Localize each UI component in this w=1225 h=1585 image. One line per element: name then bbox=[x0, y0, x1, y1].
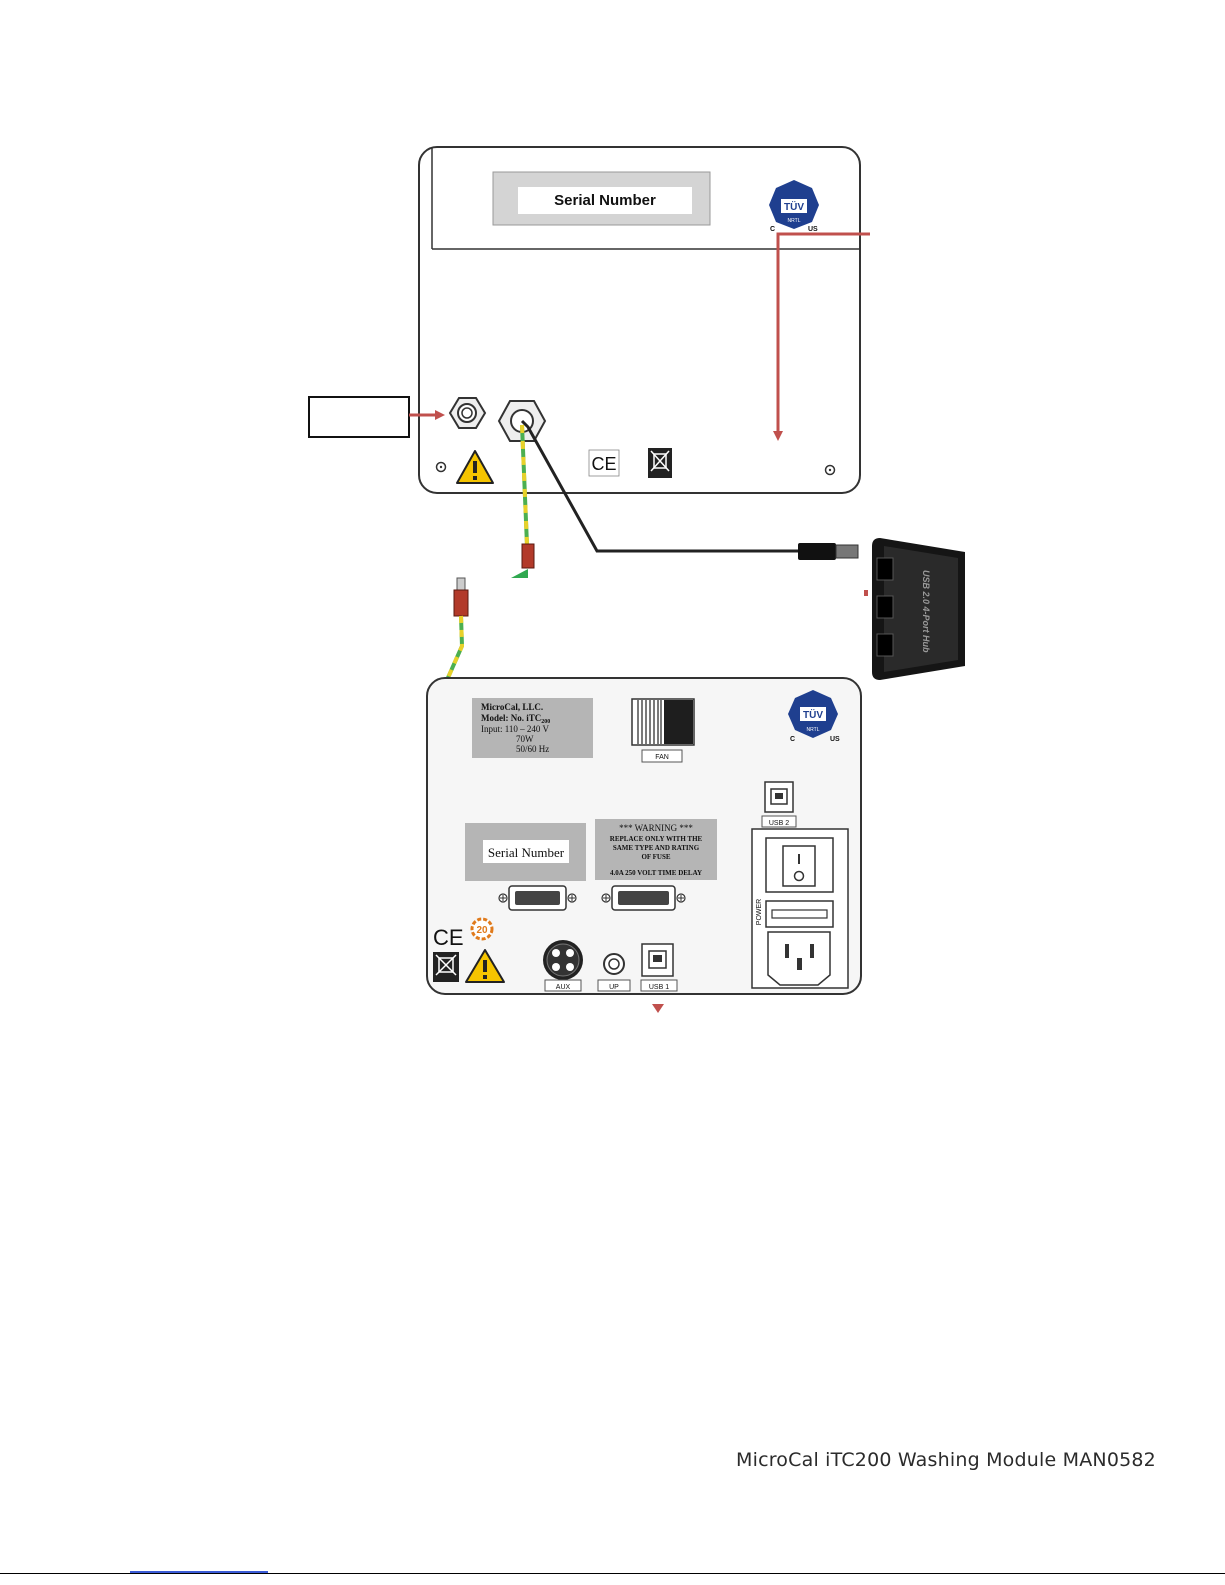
warning-line-5: 4.0A 250 VOLT TIME DELAY bbox=[610, 869, 702, 877]
tuv-nrtl: NRTL bbox=[807, 727, 820, 733]
tuv-us: US bbox=[808, 226, 818, 233]
aux-port-icon: AUX bbox=[543, 940, 583, 992]
power-label: POWER bbox=[756, 899, 763, 925]
serial-number-plate: Serial Number bbox=[465, 823, 586, 881]
tuv-certification-icon: TÜV NRTL C US bbox=[788, 690, 840, 743]
weee-bin-icon bbox=[648, 448, 672, 478]
usb-port-icon bbox=[876, 557, 894, 581]
watt-text: 70W bbox=[516, 734, 534, 744]
tuv-c: C bbox=[790, 736, 795, 743]
serial-number-label: Serial Number bbox=[488, 845, 565, 860]
model-text: Model: No. iTC bbox=[481, 713, 541, 723]
screw-icon bbox=[435, 461, 447, 473]
usb1-label: USB 1 bbox=[649, 984, 669, 991]
up-port-icon: UP bbox=[597, 953, 631, 992]
tuv-text: TÜV bbox=[784, 200, 804, 213]
input-text: Input: 110 – 240 V bbox=[481, 724, 550, 734]
warning-line-2: REPLACE ONLY WITH THE bbox=[610, 835, 703, 843]
screw-icon bbox=[824, 464, 836, 476]
warning-line-4: OF FUSE bbox=[641, 853, 670, 861]
model-sub: 200 bbox=[541, 719, 550, 725]
usb-port-icon bbox=[876, 633, 894, 657]
serial-connector-icon bbox=[498, 885, 577, 911]
svg-text:Model: No. iTC200: Model: No. iTC200 bbox=[481, 713, 550, 725]
hz-text: 50/60 Hz bbox=[516, 744, 549, 754]
tuv-us: US bbox=[830, 736, 840, 743]
itc200-panel: MicroCal, LLC. Model: No. iTC200 Input: … bbox=[426, 677, 862, 995]
power-switch-icon bbox=[782, 845, 816, 887]
washing-module-panel: Serial Number TÜV NRTL C US bbox=[418, 146, 861, 494]
maker-text: MicroCal, LLC. bbox=[481, 702, 543, 712]
usb-hub-label: USB 2.0 4-Port Hub bbox=[921, 570, 931, 653]
rohs-20-icon: 20 bbox=[470, 917, 494, 941]
usb-plug-icon bbox=[798, 543, 859, 560]
serial-connector-icon bbox=[601, 885, 686, 911]
ce-mark-text: CE bbox=[433, 925, 464, 950]
serial-number-plate: Serial Number bbox=[492, 171, 711, 226]
ce-mark-text: CE bbox=[591, 454, 616, 474]
warning-icon bbox=[456, 450, 494, 484]
fan-label: FAN bbox=[655, 754, 669, 761]
usb-hub: USB 2.0 4-Port Hub bbox=[872, 538, 965, 680]
footer-rule bbox=[0, 1573, 1225, 1574]
tuv-c: C bbox=[770, 226, 775, 233]
serial-arrow bbox=[773, 232, 870, 441]
warning-line-3: SAME TYPE AND RATING bbox=[613, 844, 700, 852]
tubing-port-icon bbox=[448, 397, 487, 429]
tuv-nrtl: NRTL bbox=[788, 218, 801, 224]
callout-box bbox=[308, 396, 410, 438]
rating-label: MicroCal, LLC. Model: No. iTC200 Input: … bbox=[472, 698, 593, 758]
aux-label: AUX bbox=[556, 984, 571, 991]
ground-plug-icon bbox=[521, 543, 535, 569]
tuv-text: TÜV bbox=[803, 708, 823, 721]
usb-cable bbox=[520, 419, 800, 553]
document-footer-title: MicroCal iTC200 Washing Module MAN0582 bbox=[736, 1449, 1156, 1471]
weee-bin-icon bbox=[433, 952, 459, 982]
tuv-certification-icon: TÜV NRTL C US bbox=[760, 174, 828, 233]
usb1-port-icon: USB 1 bbox=[640, 943, 678, 992]
footer-link-underline[interactable] bbox=[130, 1571, 268, 1573]
hub-marker bbox=[864, 590, 868, 596]
rohs-label: 20 bbox=[476, 925, 488, 936]
power-module: POWER bbox=[751, 828, 849, 989]
usb-port-icon bbox=[876, 595, 894, 619]
warning-icon bbox=[465, 949, 505, 983]
up-label: UP bbox=[609, 984, 619, 991]
usb1-arrow bbox=[652, 1004, 664, 1013]
ce-mark-icon: CE bbox=[588, 449, 620, 477]
usb2-label: USB 2 bbox=[769, 820, 789, 827]
warning-line-1: *** WARNING *** bbox=[619, 823, 693, 833]
ground-tab-icon bbox=[511, 569, 528, 578]
fuse-warning-label: *** WARNING *** REPLACE ONLY WITH THE SA… bbox=[595, 819, 717, 880]
usb2-port-icon: USB 2 bbox=[761, 781, 797, 828]
fan-grille-icon: FAN bbox=[631, 698, 695, 763]
serial-number-label: Serial Number bbox=[554, 192, 656, 209]
